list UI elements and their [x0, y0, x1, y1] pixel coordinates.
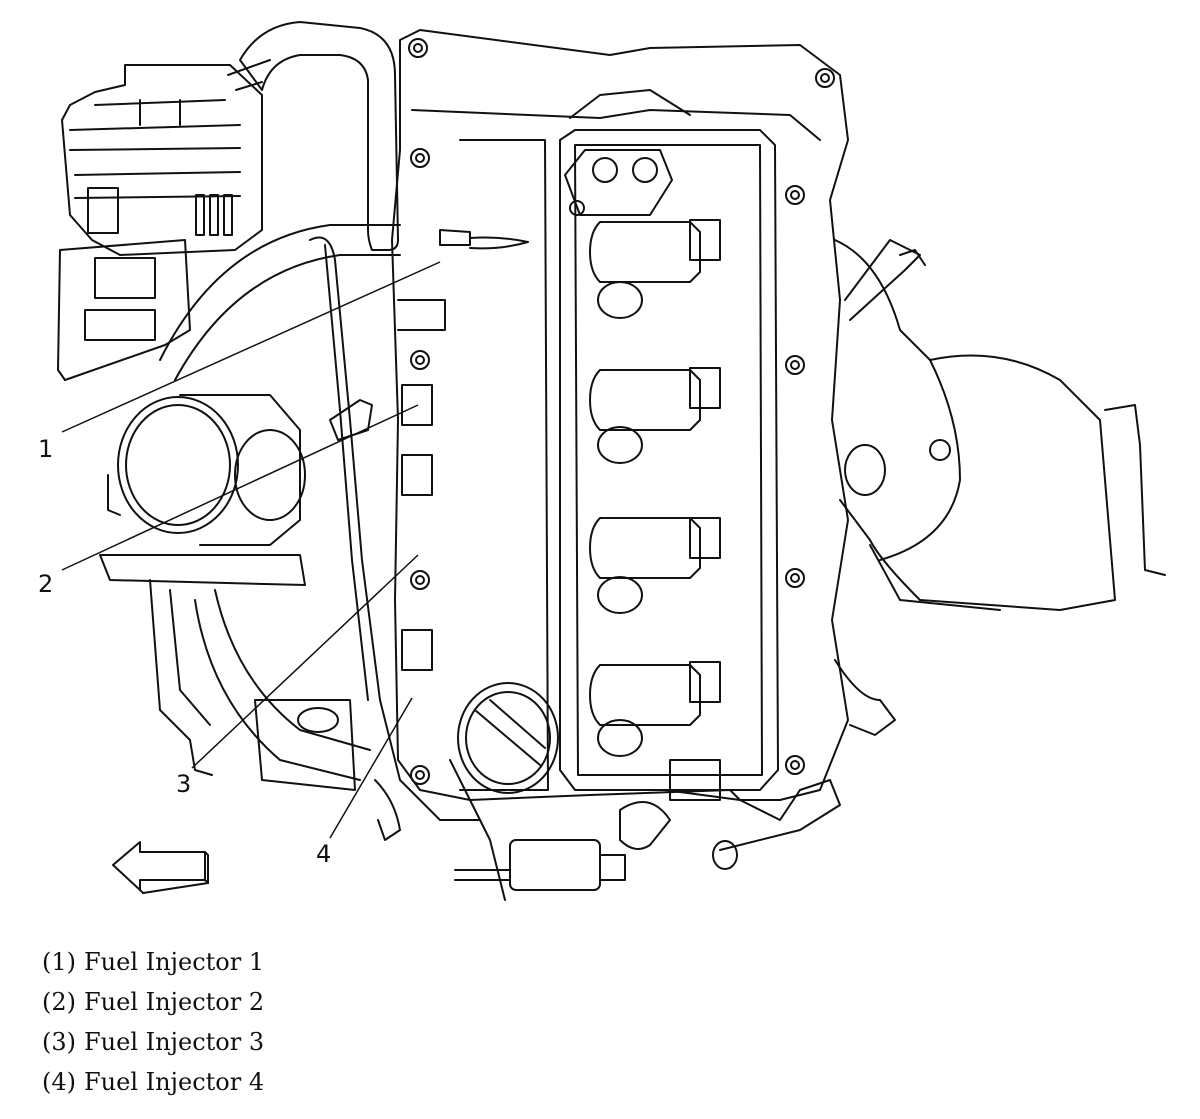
legend: (1) Fuel Injector 1 (2) Fuel Injector 2 (3… — [42, 942, 264, 1102]
leader-line-2 — [61, 404, 419, 571]
legend-key: (1) — [42, 948, 76, 976]
legend-item: (3) Fuel Injector 3 — [42, 1022, 264, 1062]
leader-line-3 — [191, 554, 419, 769]
legend-key: (3) — [42, 1028, 76, 1056]
throttle-body — [57, 239, 306, 776]
legend-label: Fuel Injector 2 — [84, 988, 265, 1016]
arrow-left-icon — [112, 841, 206, 891]
callout-2: 2 — [38, 570, 53, 598]
legend-key: (2) — [42, 988, 76, 1016]
leader-line-1 — [61, 261, 441, 433]
oil-fill-cap — [457, 682, 559, 794]
callout-4: 4 — [316, 840, 331, 868]
intake-tube — [239, 21, 399, 251]
legend-item: (2) Fuel Injector 2 — [42, 982, 264, 1022]
cam-solenoids — [564, 149, 673, 216]
leader-line-4 — [329, 697, 413, 839]
ignition-coils — [589, 219, 721, 757]
head-bolts — [408, 38, 835, 785]
engine-illustration — [57, 21, 1166, 901]
alternator — [61, 64, 263, 256]
intake-manifold — [159, 224, 401, 791]
injector-connectors — [397, 229, 529, 671]
valve-cover — [459, 129, 779, 791]
leader-lines — [61, 261, 441, 839]
engine-fuel-injector-diagram: 1 2 3 4 — [38, 21, 1166, 901]
legend-item: (1) Fuel Injector 1 — [42, 942, 264, 982]
legend-label: Fuel Injector 4 — [84, 1068, 265, 1096]
legend-label: Fuel Injector 3 — [84, 1028, 265, 1056]
legend-key: (4) — [42, 1068, 76, 1096]
callout-1: 1 — [38, 435, 53, 463]
callout-3: 3 — [176, 770, 191, 798]
lower-fittings — [374, 759, 841, 891]
legend-item: (4) Fuel Injector 4 — [42, 1062, 264, 1102]
cylinder-head — [391, 29, 849, 801]
legend-label: Fuel Injector 1 — [84, 948, 265, 976]
exhaust-manifold — [834, 239, 1166, 736]
